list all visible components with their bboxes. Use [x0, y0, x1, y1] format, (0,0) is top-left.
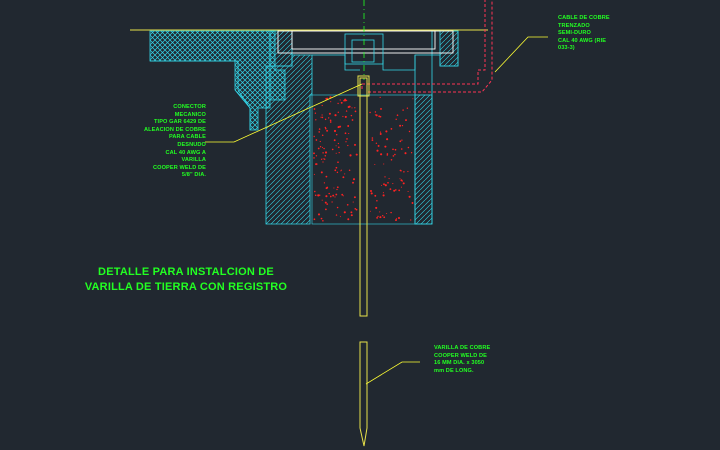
leader-varilla	[365, 361, 420, 385]
note-line: TRENZADO	[558, 22, 590, 29]
title-line: DETALLE PARA INSTALCION DE	[98, 266, 274, 278]
soil-step	[150, 60, 251, 130]
note-conector: CONECTOR MECANICO TIPO GAR 6429 DE ALEAC…	[144, 104, 206, 180]
note-line: 5/8" DIA.	[181, 172, 206, 179]
note-line: CABLE DE COBRE	[558, 15, 610, 21]
ground-rod-lower	[359, 341, 368, 447]
wall-left-top-hatch	[269, 30, 293, 67]
registry-lid	[291, 30, 436, 50]
note-line: mm DE LONG.	[434, 367, 474, 374]
lid-recess	[344, 33, 384, 65]
lid-handle	[351, 39, 375, 63]
registry-inner-left	[291, 53, 360, 71]
note-line: COOPER WELD DE	[153, 164, 206, 171]
detail-title: DETALLE PARA INSTALCION DE VARILLA DE TI…	[76, 265, 296, 295]
note-line: ALEACION DE COBRE	[144, 126, 206, 133]
note-varilla: VARILLA DE COBRE COOPER WELD DE 16 MM DI…	[434, 345, 490, 375]
copper-cable-outer	[368, 0, 493, 93]
title-line: VARILLA DE TIERRA CON REGISTRO	[84, 281, 288, 293]
note-line: TIPO GAR 6429 DE	[154, 119, 206, 126]
note-line: MECANICO	[174, 111, 206, 118]
copper-cable	[361, 0, 486, 89]
note-line: COOPER WELD DE	[434, 352, 487, 359]
note-line: DESNUDO	[177, 141, 206, 148]
wall-right-hatch	[414, 94, 433, 225]
registry-inner-right	[382, 55, 416, 71]
note-line: VARILLA	[181, 157, 206, 164]
note-line: 033-3)	[558, 45, 575, 52]
note-line: 16 MM DIA. x 3050	[434, 360, 485, 367]
note-line: VARILLA DE COBRE	[434, 345, 491, 351]
wall-right-top-hatch	[439, 30, 459, 67]
leader-conector	[205, 83, 363, 143]
registry-wall-left	[265, 54, 313, 225]
note-line: CAL 40 AWG (RIE	[558, 37, 607, 44]
ground-rod-upper	[359, 77, 368, 317]
note-line: SEMI-DURO	[558, 30, 591, 37]
gravel-fill	[311, 94, 416, 225]
note-cable: CABLE DE COBRE TRENZADO SEMI-DURO CAL 40…	[558, 15, 610, 53]
gravel-dots	[313, 96, 414, 222]
note-line: CONECTOR	[173, 104, 206, 110]
note-line: PARA CABLE	[168, 134, 206, 141]
leader-cable	[494, 36, 548, 73]
note-line: CAL 40 AWG A	[165, 149, 206, 156]
